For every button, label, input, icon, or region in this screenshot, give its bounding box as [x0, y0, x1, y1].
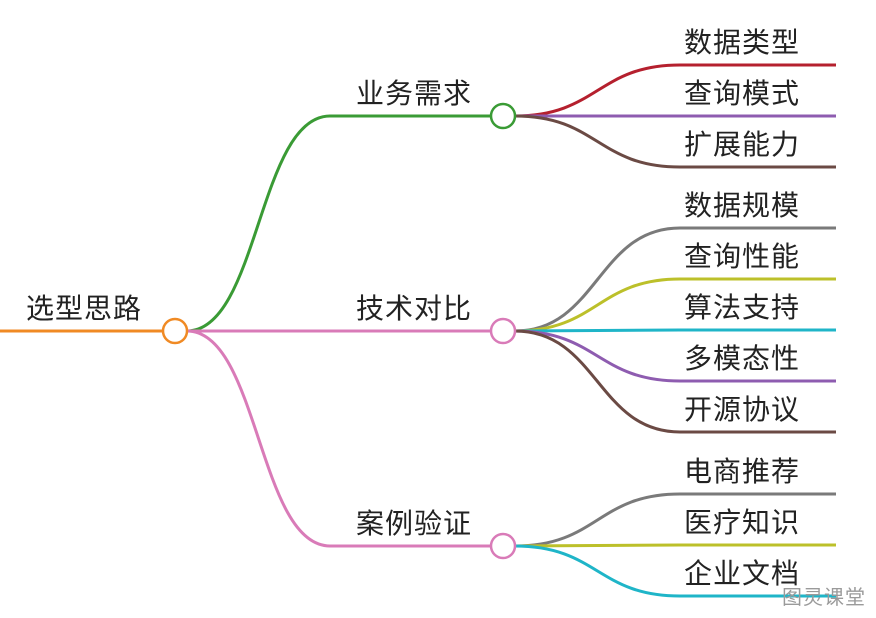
leaf-edge-2-4: [514, 329, 836, 383]
leaf-label-2-4: 多模态性: [684, 342, 801, 375]
watermark: 图灵课堂: [782, 585, 866, 609]
leaf-label-1-3: 扩展能力: [684, 128, 801, 161]
branch-node-1: [489, 102, 517, 130]
leaf-label-2-1: 数据规模: [684, 189, 801, 222]
leaf-edge-2-1: [514, 226, 836, 333]
branch-node-2: [489, 317, 517, 345]
branch-label-2: 技术对比: [356, 292, 473, 325]
leaf-label-1-2: 查询模式: [684, 77, 801, 110]
branch-label-3: 案例验证: [356, 507, 473, 540]
leaf-edge-3-3: [514, 544, 836, 598]
branch-edge-1: [186, 114, 491, 333]
branch-node-3: [489, 532, 517, 560]
nodes-layer: [161, 102, 517, 560]
edges-layer: [0, 63, 836, 598]
root-label: 选型思路: [26, 292, 143, 325]
leaf-edge-1-1: [514, 63, 836, 118]
root-node: [161, 317, 189, 345]
leaf-edge-2-5: [514, 329, 836, 434]
leaf-edge-2-2: [514, 277, 836, 333]
leaf-edge-3-2: [514, 543, 836, 548]
leaf-label-1-1: 数据类型: [684, 26, 801, 59]
branch-edge-3: [186, 329, 491, 548]
leaf-label-3-2: 医疗知识: [684, 506, 801, 539]
leaf-label-3-3: 企业文档: [684, 557, 801, 590]
leaf-label-2-5: 开源协议: [684, 393, 801, 426]
leaf-edge-3-1: [514, 492, 836, 548]
leaf-label-3-1: 电商推荐: [684, 455, 801, 488]
leaf-edge-2-3: [514, 328, 836, 333]
leaf-edge-1-3: [514, 114, 836, 169]
leaf-label-2-3: 算法支持: [684, 291, 801, 324]
leaf-label-2-2: 查询性能: [684, 240, 801, 273]
branch-label-1: 业务需求: [356, 77, 473, 110]
